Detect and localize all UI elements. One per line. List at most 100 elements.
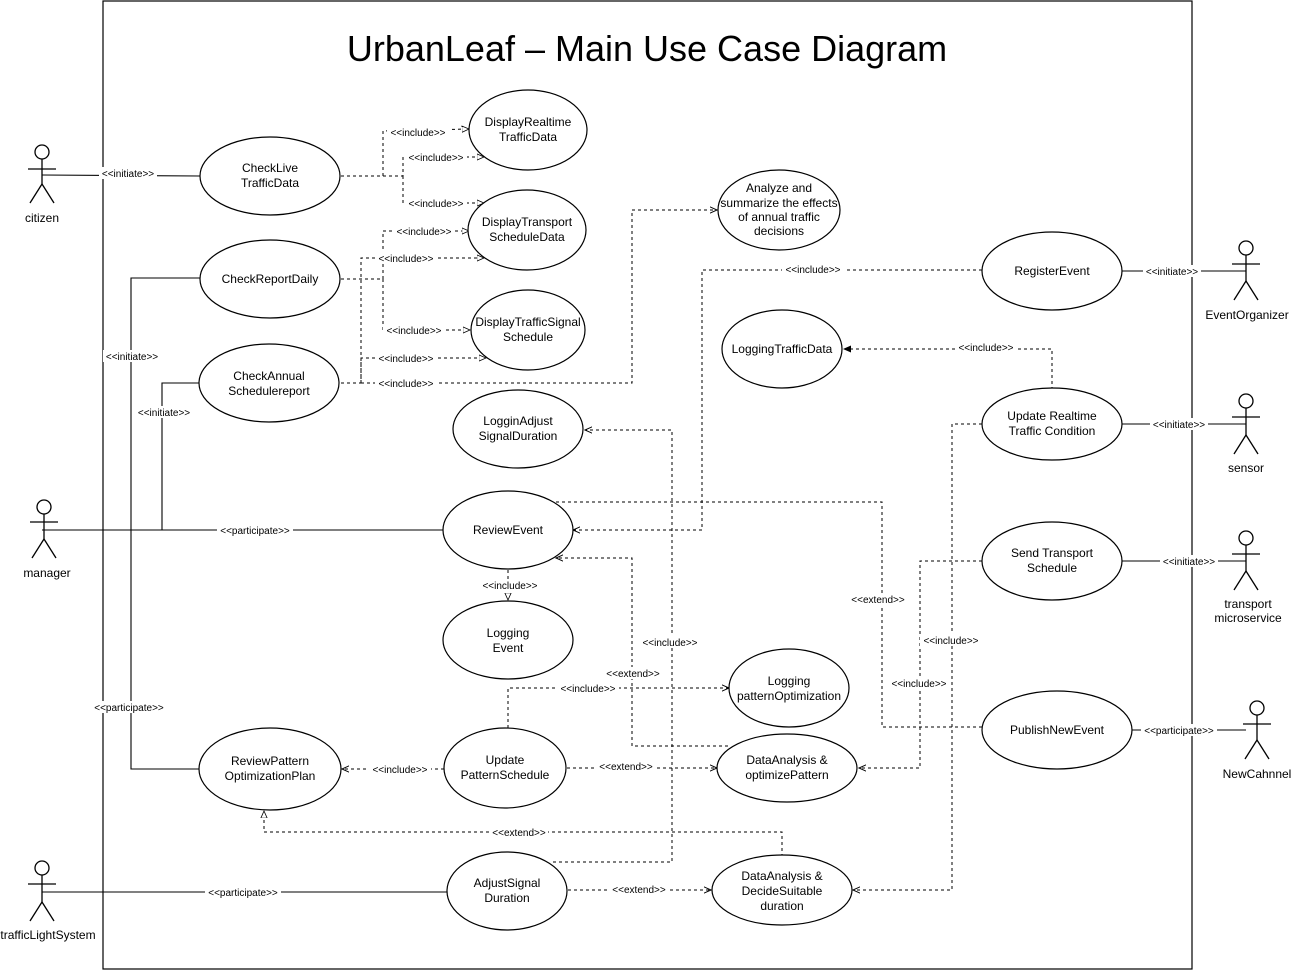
svg-text:CheckLive: CheckLive: [242, 161, 298, 175]
svg-text:optimizePattern: optimizePattern: [745, 768, 828, 782]
label-initiate: <<initiate>>: [102, 169, 154, 180]
actor-sensor-label: sensor: [1228, 461, 1264, 475]
diagram-title: UrbanLeaf – Main Use Case Diagram: [347, 28, 947, 69]
actor-transport-label: transport: [1224, 597, 1272, 611]
label-include: <<include>>: [958, 343, 1013, 354]
label-initiate: <<initiate>>: [1146, 267, 1198, 278]
use-case-logging-pattern-optimization[interactable]: Logging patternOptimization: [728, 648, 850, 728]
svg-text:decisions: decisions: [754, 224, 804, 238]
svg-text:ReviewPattern: ReviewPattern: [231, 754, 309, 768]
svg-text:DecideSuitable: DecideSuitable: [742, 884, 823, 898]
use-case-publish-new-event[interactable]: PublishNewEvent: [981, 690, 1133, 770]
label-include: <<include>>: [482, 581, 537, 592]
svg-text:Schedulereport: Schedulereport: [228, 384, 310, 398]
use-case-display-traffic-signal-schedule[interactable]: DisplayTrafficSignal Schedule: [470, 289, 586, 371]
use-case-data-analysis-decide-suitable-duration[interactable]: DataAnalysis & DecideSuitable duration: [711, 854, 853, 926]
label-extend: <<extend>>: [599, 762, 653, 773]
label-extend: <<extend>>: [851, 595, 905, 606]
svg-text:Schedule: Schedule: [503, 330, 553, 344]
use-case-loggin-adjust-signal-duration[interactable]: LogginAdjust SignalDuration: [452, 389, 584, 469]
svg-text:PublishNewEvent: PublishNewEvent: [1010, 723, 1105, 737]
label-include: <<include>>: [642, 638, 697, 649]
use-case-logging-event[interactable]: Logging Event: [442, 600, 574, 680]
label-include: <<include>>: [396, 227, 451, 238]
label-extend: <<extend>>: [612, 885, 666, 896]
actor-event-organizer-label: EventOrganizer: [1205, 308, 1288, 322]
svg-text:Logging: Logging: [768, 674, 811, 688]
use-case-display-transport-schedule-data[interactable]: DisplayTransport ScheduleData: [467, 189, 587, 271]
use-case-send-transport-schedule[interactable]: Send Transport Schedule: [981, 521, 1123, 601]
svg-text:of annual traffic: of annual traffic: [738, 210, 820, 224]
label-include: <<include>>: [408, 153, 463, 164]
svg-text:DisplayTrafficSignal: DisplayTrafficSignal: [475, 315, 580, 329]
label-include: <<include>>: [372, 765, 427, 776]
svg-text:RegisterEvent: RegisterEvent: [1014, 264, 1090, 278]
svg-text:TrafficData: TrafficData: [241, 176, 299, 190]
svg-text:AdjustSignal: AdjustSignal: [474, 876, 541, 890]
svg-text:DataAnalysis &: DataAnalysis &: [746, 753, 827, 767]
svg-text:Duration: Duration: [484, 891, 529, 905]
svg-text:Logging: Logging: [487, 626, 530, 640]
use-case-check-live-traffic-data[interactable]: CheckLive TrafficData: [199, 136, 341, 216]
use-case-display-realtime-traffic-data[interactable]: DisplayRealtime TrafficData: [468, 89, 588, 171]
actor-traffic-light-system-icon[interactable]: trafficLightSystem: [0, 860, 96, 942]
svg-text:LoggingTrafficData: LoggingTrafficData: [732, 342, 833, 356]
label-include: <<include>>: [378, 354, 433, 365]
svg-text:DisplayTransport: DisplayTransport: [482, 215, 573, 229]
label-include: <<include>>: [408, 199, 463, 210]
label-participate: <<participate>>: [208, 888, 278, 899]
use-case-update-realtime-traffic-condition[interactable]: Update Realtime Traffic Condition: [981, 387, 1123, 461]
actor-traffic-light-system-label: trafficLightSystem: [0, 928, 95, 942]
label-include: <<include>>: [386, 326, 441, 337]
use-case-review-event[interactable]: ReviewEvent: [442, 490, 574, 570]
svg-text:ScheduleData: ScheduleData: [489, 230, 565, 244]
use-case-review-pattern-optimization-plan[interactable]: ReviewPattern OptimizationPlan: [198, 727, 342, 811]
use-case-check-annual-schedule-report[interactable]: CheckAnnual Schedulereport: [198, 343, 340, 423]
svg-text:TrafficData: TrafficData: [499, 130, 557, 144]
actor-transport-microservice-icon[interactable]: transport microservice: [1214, 530, 1282, 625]
label-initiate: <<initiate>>: [1153, 420, 1205, 431]
label-participate: <<participate>>: [1144, 726, 1214, 737]
actor-new-channel-icon[interactable]: NewCahnnel: [1223, 700, 1292, 781]
actor-citizen-icon[interactable]: citizen: [25, 144, 59, 225]
use-case-check-report-daily[interactable]: CheckReportDaily: [199, 239, 341, 319]
svg-text:LogginAdjust: LogginAdjust: [483, 414, 553, 428]
svg-text:Event: Event: [493, 641, 524, 655]
svg-text:ReviewEvent: ReviewEvent: [473, 523, 544, 537]
label-initiate: <<initiate>>: [1163, 557, 1215, 568]
use-case-logging-traffic-data[interactable]: LoggingTrafficData: [721, 309, 843, 389]
label-extend: <<extend>>: [606, 669, 660, 680]
label-include: <<include>>: [923, 636, 978, 647]
use-case-analyze-annual-traffic-decisions[interactable]: Analyze and summarize the effects of ann…: [717, 169, 841, 251]
label-include: <<include>>: [785, 265, 840, 276]
use-case-update-pattern-schedule[interactable]: Update PatternSchedule: [443, 727, 567, 809]
label-initiate: <<initiate>>: [106, 352, 158, 363]
use-case-data-analysis-optimize-pattern[interactable]: DataAnalysis & optimizePattern: [716, 733, 858, 803]
svg-text:PatternSchedule: PatternSchedule: [461, 768, 550, 782]
actor-new-channel-label: NewCahnnel: [1223, 767, 1292, 781]
label-include: <<include>>: [560, 684, 615, 695]
label-participate: <<participate>>: [94, 703, 164, 714]
svg-text:Update: Update: [486, 753, 525, 767]
actor-event-organizer-icon[interactable]: EventOrganizer: [1205, 240, 1289, 322]
use-case-register-event[interactable]: RegisterEvent: [981, 231, 1123, 311]
use-case-adjust-signal-duration[interactable]: AdjustSignal Duration: [446, 851, 568, 931]
svg-text:DataAnalysis &: DataAnalysis &: [741, 869, 822, 883]
svg-text:Update Realtime: Update Realtime: [1007, 409, 1097, 423]
label-include: <<include>>: [891, 679, 946, 690]
label-extend: <<extend>>: [492, 828, 546, 839]
edge-labels: <<initiate>> <<initiate>> <<initiate>> <…: [91, 126, 1218, 899]
svg-text:patternOptimization: patternOptimization: [737, 689, 841, 703]
actor-manager-icon[interactable]: manager: [23, 499, 71, 580]
svg-text:summarize the effects: summarize the effects: [720, 196, 837, 210]
svg-text:DisplayRealtime: DisplayRealtime: [485, 115, 572, 129]
svg-text:Send Transport: Send Transport: [1011, 546, 1094, 560]
svg-text:CheckAnnual: CheckAnnual: [233, 369, 304, 383]
actor-sensor-icon[interactable]: sensor: [1228, 393, 1264, 475]
label-include: <<include>>: [390, 128, 445, 139]
label-include: <<include>>: [378, 254, 433, 265]
svg-text:duration: duration: [760, 899, 803, 913]
svg-text:Schedule: Schedule: [1027, 561, 1077, 575]
svg-text:SignalDuration: SignalDuration: [479, 429, 558, 443]
